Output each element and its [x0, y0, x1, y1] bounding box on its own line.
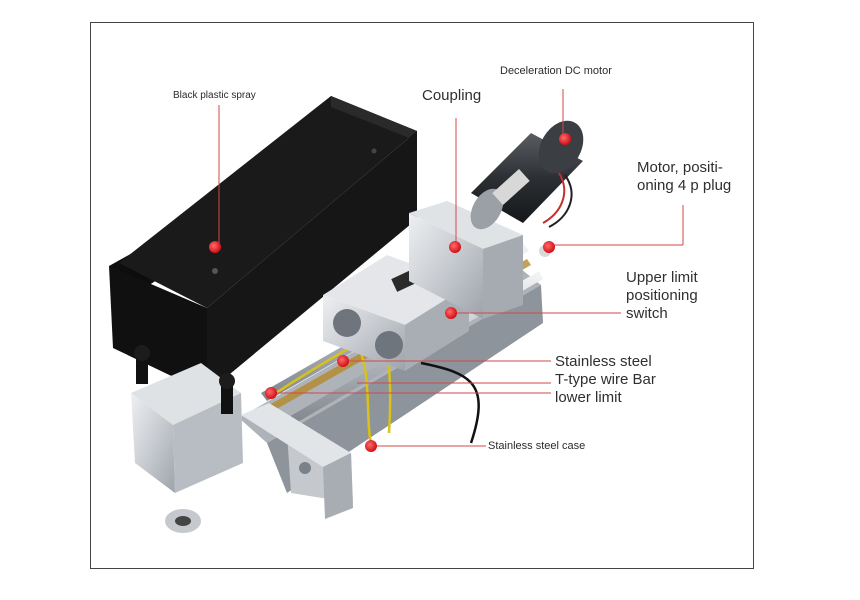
label-line: oning 4 p plug [637, 177, 732, 194]
label-upper-limit-switch: Upper limit positioning switch [626, 269, 698, 323]
black-cover [109, 96, 417, 393]
label-line: T-type wire Bar [555, 371, 656, 388]
label-line: positioning [626, 287, 698, 304]
marker-lower-limit [265, 387, 277, 399]
linear-actuator-illustration [109, 89, 684, 533]
marker-case [365, 440, 377, 452]
label-stainless-steel-case: Stainless steel case [488, 440, 586, 452]
label-black-plastic-spray: Black plastic spray [173, 90, 256, 101]
marker-coupling [449, 241, 461, 253]
label-line: Stainless steel [555, 353, 652, 370]
dc-motor [470, 120, 584, 257]
label-line: switch [626, 305, 668, 322]
marker-dc-motor [559, 133, 571, 145]
marker-black-plastic-spray [209, 241, 221, 253]
product-photo-frame: Black plastic spray Deceleration DC moto… [90, 22, 754, 569]
label-line: lower limit [555, 389, 622, 406]
leader-lines [218, 89, 684, 447]
callout-markers [209, 133, 571, 452]
label-deceleration-dc-motor: Deceleration DC motor [500, 65, 612, 77]
label-motor-positioning-plug: Motor, positi- oning 4 p plug [637, 159, 731, 195]
rod-end-clamp [131, 345, 243, 533]
label-line: Motor, positi- [637, 159, 723, 176]
label-stainless-tbar-lower-limit: Stainless steel T-type wire Bar lower li… [555, 353, 656, 407]
marker-tbar [337, 355, 349, 367]
label-coupling: Coupling [422, 87, 482, 104]
marker-4p-plug [543, 241, 555, 253]
motor-end-plate [409, 201, 523, 319]
front-end-plate [241, 403, 353, 519]
label-line: Upper limit [626, 269, 698, 286]
marker-upper-limit [445, 307, 457, 319]
